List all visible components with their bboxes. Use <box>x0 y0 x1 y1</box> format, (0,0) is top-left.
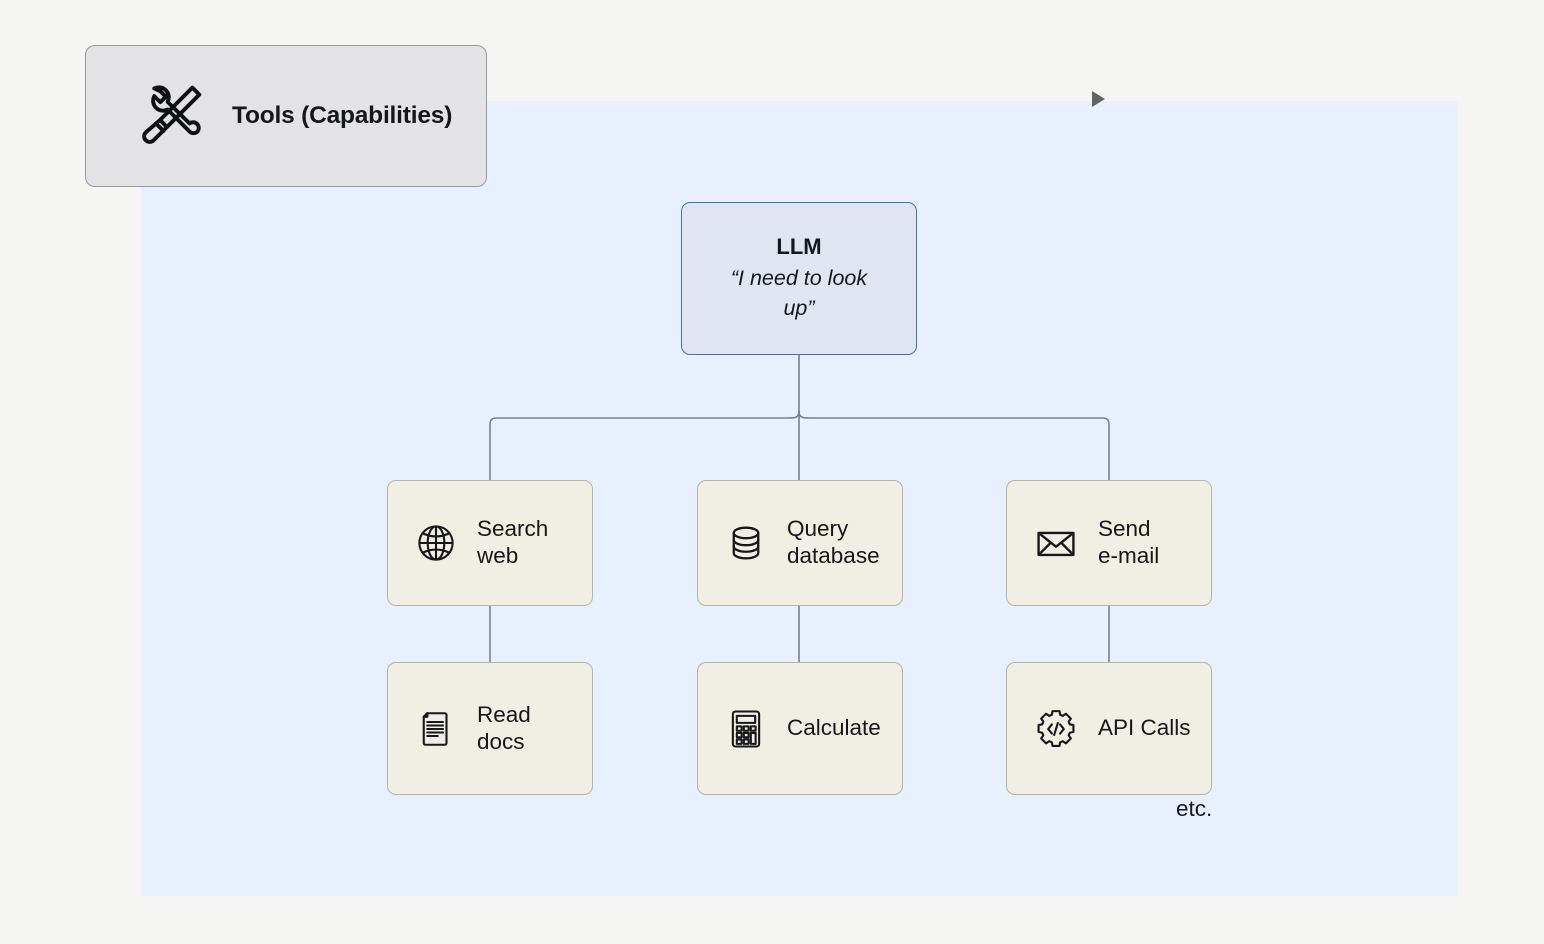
tool-card-query-database[interactable]: Query database <box>697 480 903 606</box>
tool-card-send-email[interactable]: Send e-mail <box>1006 480 1212 606</box>
tool-label: Search web <box>477 516 549 568</box>
etc-label: etc. <box>1176 796 1213 821</box>
llm-node-title: LLM <box>776 234 822 260</box>
llm-node-quote: “I need to look up” <box>730 265 868 321</box>
database-icon <box>725 522 767 564</box>
tools-wrench-screwdriver-icon <box>134 79 208 153</box>
tool-label: Send e-mail <box>1098 516 1160 568</box>
globe-icon <box>415 522 457 564</box>
tool-card-search-web[interactable]: Search web <box>387 480 593 606</box>
tools-header-card: Tools (Capabilities) <box>85 45 487 187</box>
tool-card-api-calls[interactable]: API Calls <box>1006 662 1212 795</box>
tool-label: Query database <box>787 516 880 568</box>
tool-label: Read docs <box>477 701 531 754</box>
page-title: Tools (Capabilities) <box>232 102 453 129</box>
tool-label: API Calls <box>1098 715 1191 741</box>
calculator-icon <box>725 708 767 750</box>
llm-node[interactable]: LLM “I need to look up” <box>681 202 917 355</box>
document-icon <box>415 708 457 750</box>
envelope-icon <box>1034 521 1078 565</box>
gear-code-icon <box>1034 707 1078 751</box>
tool-card-read-docs[interactable]: Read docs <box>387 662 593 795</box>
tool-card-calculate[interactable]: Calculate <box>697 662 903 795</box>
play-triangle-icon <box>1092 91 1105 107</box>
tool-label: Calculate <box>787 715 881 741</box>
